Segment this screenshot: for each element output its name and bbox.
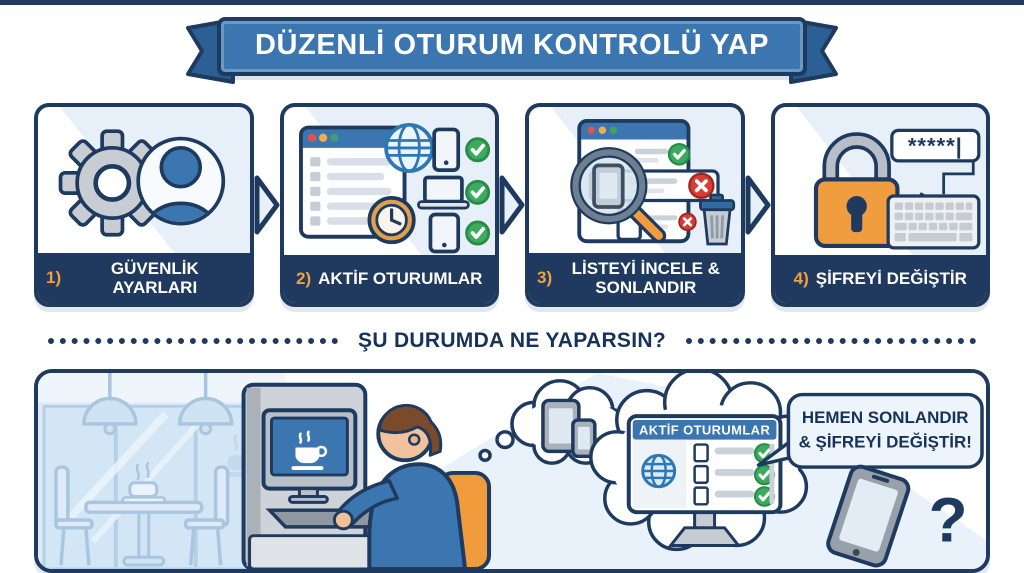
globe-icon (383, 122, 434, 173)
check-icon (464, 220, 490, 246)
dotted-line (48, 338, 339, 344)
step-4-illustration: *****| (775, 107, 987, 255)
laptop-icon (416, 175, 470, 210)
coffee-cup-icon (121, 461, 166, 504)
check-icon (667, 142, 691, 166)
check-icon (464, 137, 490, 163)
step-2-card: 2) AKTİF OTURUMLAR (279, 103, 499, 307)
step-1-label: 1) GÜVENLİK AYARLARI (38, 252, 250, 303)
step-3-label: 3) LİSTEYİ İNCELE & SONLANDIR (529, 252, 741, 303)
banner-title: DÜZENLİ OTURUM KONTROLÜ YAP (216, 16, 808, 76)
step-3-number: 3) (537, 268, 553, 288)
step-2-label: 2) AKTİF OTURUMLAR (283, 255, 495, 303)
step-4-text: ŞİFREYİ DEĞİŞTİR (815, 269, 967, 289)
divider-question: ŞU DURUMDA NE YAPARSIN? (358, 329, 666, 352)
step-1-number: 1) (46, 268, 62, 288)
step-2-illustration (284, 107, 496, 255)
smartphone-icon (431, 127, 460, 172)
chevron-connector-icon (254, 103, 280, 307)
step-1-illustration (38, 107, 250, 253)
password-field: *****| (889, 128, 980, 163)
step-4-number: 4) (793, 269, 809, 289)
keyboard-icon (886, 194, 980, 250)
chair-icon (183, 465, 230, 566)
dotted-line (685, 338, 976, 344)
x-icon (678, 212, 697, 232)
step-1-card: 1) GÜVENLİK AYARLARI (34, 103, 254, 307)
check-icon (464, 179, 490, 205)
step-2-number: 2) (296, 269, 312, 289)
globe-icon (641, 453, 677, 489)
person-at-computer (332, 403, 492, 569)
step-1-text: GÜVENLİK AYARLARI (110, 258, 199, 297)
step-2-text: AKTİF OTURUMLAR (318, 269, 483, 289)
chevron-connector-icon (499, 103, 525, 307)
step-3-text: LİSTEYİ İNCELE & SONLANDIR (571, 258, 720, 297)
pendant-lamp-icon (82, 373, 138, 436)
chair-icon (54, 465, 94, 566)
sessions-cloud: AKTİF OTURUMLAR (589, 373, 817, 552)
trash-icon (699, 193, 736, 246)
tablet-icon (428, 212, 460, 254)
steps-row: 1) GÜVENLİK AYARLARI (34, 103, 990, 307)
step-3-card: 3) LİSTEYİ İNCELE & SONLANDIR (525, 103, 745, 307)
magnifier-icon (570, 147, 667, 244)
question-mark: ? (929, 486, 968, 555)
kiosk-computer (241, 382, 390, 569)
monitor-icon (261, 408, 358, 504)
step-4-card: *****| 4) ŞİFREYİ DEĞİŞTİR (770, 103, 990, 307)
speech-line-2: & ŞİFREYİ DEĞİŞTİR! (799, 433, 972, 452)
monitor-title: AKTİF OTURUMLAR (639, 423, 771, 438)
lock-icon (813, 132, 899, 249)
scenario-panel: AKTİF OTURUMLAR (34, 369, 990, 573)
chevron-connector-icon (745, 103, 771, 307)
user-avatar-icon (136, 136, 226, 226)
thought-bubble (478, 430, 515, 462)
smartphone-icon (571, 418, 597, 459)
step-4-label: 4) ŞİFREYİ DEĞİŞTİR (774, 255, 986, 303)
cable-line (941, 160, 975, 195)
speech-line-1: HEMEN SONLANDIR (802, 408, 969, 427)
step-3-illustration (529, 107, 741, 253)
sessions-monitor: AKTİF OTURUMLAR (626, 414, 783, 547)
top-border-strip (0, 0, 1024, 5)
pendant-lamp-icon (177, 373, 234, 436)
clock-icon (367, 196, 416, 245)
divider: ŞU DURUMDA NE YAPARSIN? (48, 327, 976, 355)
banner-ribbon: DÜZENLİ OTURUM KONTROLÜ YAP (0, 13, 1024, 84)
coffee-cup-icon (291, 430, 328, 471)
password-text: *****| (907, 133, 962, 158)
speech-bubble: HEMEN SONLANDIR & ŞİFREYİ DEĞİŞTİR! (756, 392, 984, 469)
phone-icon (826, 464, 911, 568)
x-icon (688, 172, 715, 199)
